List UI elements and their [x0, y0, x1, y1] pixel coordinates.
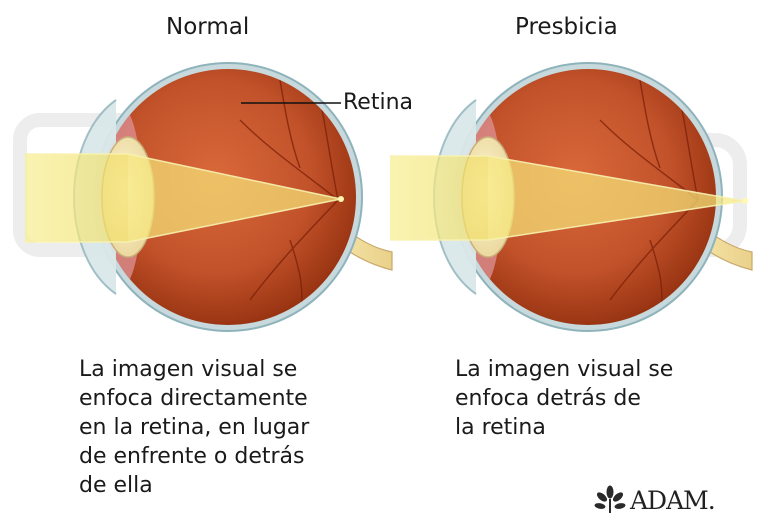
caption-normal: La imagen visual se enfoca directamente …	[79, 355, 379, 500]
eye-presbyopia	[390, 63, 752, 331]
light-beam-incoming	[390, 156, 488, 240]
light-beam-incoming	[25, 154, 128, 242]
leaf-icon	[593, 485, 627, 515]
caption-presbyopia: La imagen visual se enfoca detrás de la …	[455, 355, 735, 442]
focal-point	[742, 198, 748, 204]
panel-title-presbyopia: Presbicia	[515, 12, 618, 42]
retina-label: Retina	[343, 89, 413, 117]
logo-text: ADAM.	[630, 486, 715, 515]
focal-point	[338, 196, 344, 202]
panel-title-normal: Normal	[166, 12, 249, 42]
adam-logo: ADAM.	[593, 483, 715, 517]
